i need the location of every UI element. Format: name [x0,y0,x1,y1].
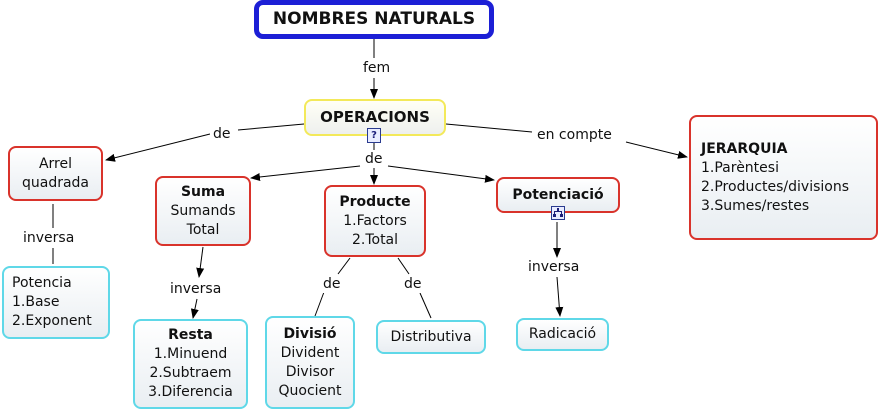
producte-line-1: 1.Factors [343,212,407,229]
link-label-de-left: de [210,125,234,143]
link-label-inversa-arrel: inversa [20,229,78,247]
sub-map-icon[interactable] [551,206,565,220]
suma-line-2: Total [186,221,220,238]
link-label-inversa-suma: inversa [167,280,225,298]
divisio-line-1: Divident [280,344,340,361]
resta-line-1: 1.Minuend [153,346,228,362]
divisio-title: Divisió [283,325,337,342]
resta-line-2: 2.Subtraem [149,365,232,381]
producte-title: Producte [339,193,411,210]
root-node-label: NOMBRES NATURALS [272,9,476,29]
potenciacio-label: Potenciació [512,186,604,203]
link-label-de-distributiva: de [401,275,425,293]
radicacio-node[interactable]: Radicació [516,318,609,351]
divisio-line-2: Divisor [285,363,335,380]
producte-line-2: 2.Total [351,231,399,248]
potencia-line-2: 1.Base [12,294,60,310]
link-label-en-compte: en compte [534,126,615,144]
resta-node[interactable]: Resta 1.Minuend 2.Subtraem 3.Diferencia [133,319,248,409]
divisio-node[interactable]: Divisió Divident Divisor Quocient [265,316,355,409]
radicacio-label: Radicació [528,326,597,342]
arrel-line-2: quadrada [21,174,90,191]
arrel-line-1: Arrel [38,155,73,172]
jerarquia-title: JERARQUIA [701,140,788,157]
question-help-icon[interactable]: ? [367,128,381,143]
jerarquia-line-2: 2.Productes/divisions [701,178,850,195]
jerarquia-line-3: 3.Sumes/restes [701,197,810,214]
arrel-quadrada-node[interactable]: Arrel quadrada [8,146,103,201]
suma-line-1: Sumands [170,202,236,219]
link-label-inversa-potenciacio: inversa [525,258,583,276]
link-label-fem: fem [360,59,394,77]
suma-node[interactable]: Suma Sumands Total [155,176,251,246]
producte-node[interactable]: Producte 1.Factors 2.Total [324,185,426,257]
potencia-line-1: Potencia [12,275,72,291]
jerarquia-node[interactable]: JERARQUIA 1.Parèntesi 2.Productes/divisi… [689,115,878,240]
resta-line-3: 3.Diferencia [148,384,233,400]
suma-title: Suma [180,183,226,200]
potenciacio-node[interactable]: Potenciació [496,177,620,213]
root-node[interactable]: NOMBRES NATURALS [254,0,494,39]
operacions-node-label: OPERACIONS [320,108,430,126]
distributiva-node[interactable]: Distributiva [376,320,486,354]
distributiva-label: Distributiva [390,328,472,345]
link-label-de-divisio: de [320,275,344,293]
potencia-node[interactable]: Potencia 1.Base 2.Exponent [2,266,110,339]
link-label-de-center: de [362,150,386,168]
potencia-line-3: 2.Exponent [12,313,92,329]
resta-title: Resta [168,327,213,343]
divisio-line-3: Quocient [278,382,342,399]
jerarquia-line-1: 1.Parèntesi [701,159,779,176]
